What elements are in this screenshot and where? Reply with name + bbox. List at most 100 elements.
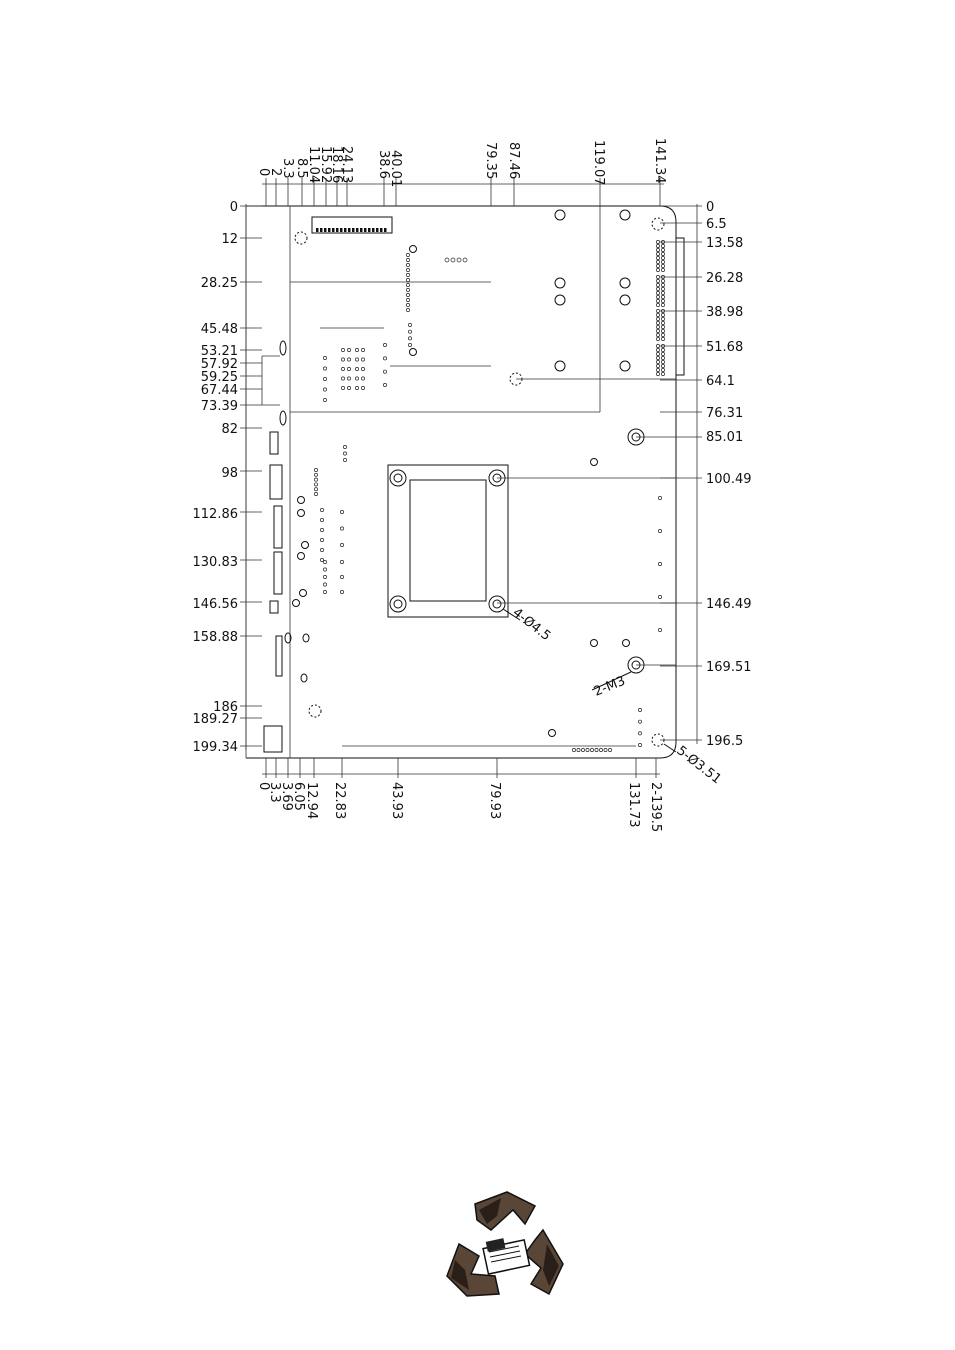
component-pad [355,386,359,390]
connector-pin [661,348,665,352]
right-dimensions: 0 6.5 13.58 26.28 38.98 51.68 64.1 76.31… [706,200,752,749]
left-dim: 28.25 [201,276,238,291]
component-pad [409,348,417,356]
component-pad [638,719,642,724]
left-dim: 57.92 [201,357,238,372]
left-dim: 130.83 [193,555,239,570]
component-pad [320,538,324,542]
top-dim: 0 [256,168,271,176]
bottom-dim: 43.93 [389,782,404,819]
connector-pin [656,372,660,376]
right-edge-connectors [656,237,685,376]
hole-callout: 4-Ø4.5 [510,605,554,644]
component-pad [320,528,324,532]
component-pad [341,376,345,381]
component-pad [658,628,662,632]
component-pad [361,367,365,371]
connector-pin [656,264,660,268]
component-pad [323,567,327,572]
component-pad [355,376,359,381]
connector-pin [656,240,660,244]
connector-pin [661,317,665,321]
component-pad [599,748,603,752]
bottom-dim: 3.3 [267,782,282,803]
bottom-dim: 22.83 [332,782,347,819]
component-pad [406,303,410,307]
component-pad [323,387,327,392]
component-pad [658,562,662,566]
component-pad [323,590,327,594]
top-dim: 18.16 [329,146,344,183]
component-pad [638,708,642,712]
connector-pin [656,283,660,287]
component-pad [340,575,344,579]
connector-pin [656,287,660,291]
component-pad [383,356,387,361]
component-pad [406,278,410,282]
bottom-dim: 12.94 [304,782,319,819]
component-pad [603,748,608,752]
connector-pin [661,360,665,364]
component-pad [314,482,318,487]
component-pad [576,748,581,752]
component-pad [340,526,344,531]
connector-pin [661,260,665,264]
right-dim: 6.5 [706,217,727,232]
component-pad [314,487,318,492]
dimension-lines [240,178,702,778]
component-pad [450,257,456,263]
left-dim: 73.39 [201,399,238,414]
connector-pin [656,295,660,299]
component-pad [383,369,387,374]
component-pad [323,582,327,587]
connector-pin [656,337,660,341]
connector-pin [661,325,665,329]
right-dim: 146.49 [706,597,752,612]
component-pad [347,357,351,362]
connector-pin [661,295,665,299]
component-pad [347,376,351,381]
component-dots [292,245,662,752]
component-pad [408,343,412,347]
component-pad [594,748,599,752]
callouts: 4-Ø4.5 2-M3 5-Ø3.51 [502,605,724,787]
component-pad [406,258,410,262]
left-dim: 189.27 [193,712,239,727]
left-dim: 186 [213,700,238,715]
connector-pin [656,256,660,260]
component-pad [340,543,344,547]
component-pad [297,509,305,517]
top-dim: 119.07 [591,140,606,186]
connector-pin [656,329,660,333]
component-pad [658,496,662,500]
component-pad [320,518,324,522]
bottom-dim: 3.69 [279,782,294,811]
component-pad [301,541,309,549]
top-header-connector [311,216,393,234]
connector-pin [661,299,665,303]
header-pin [336,228,339,232]
connector-pin [656,309,660,313]
component-pad [355,357,359,362]
connector-pin [656,321,660,325]
header-pin [380,228,383,232]
top-dim: 2 [268,168,283,176]
component-pad [444,257,450,263]
component-pad [361,348,365,352]
connector-pin [656,348,660,352]
connector-pin [661,368,665,372]
component-pad [406,253,410,257]
connector-pin [661,248,665,252]
component-pad [341,367,345,371]
mounting-holes [294,217,665,747]
component-pad [658,595,662,599]
component-pad [340,510,344,514]
connector-pin [661,279,665,283]
header-pin [368,228,371,232]
component-pad [622,639,630,647]
connector-pin [661,283,665,287]
component-pad [590,639,598,647]
top-dim: 15.92 [318,146,333,183]
